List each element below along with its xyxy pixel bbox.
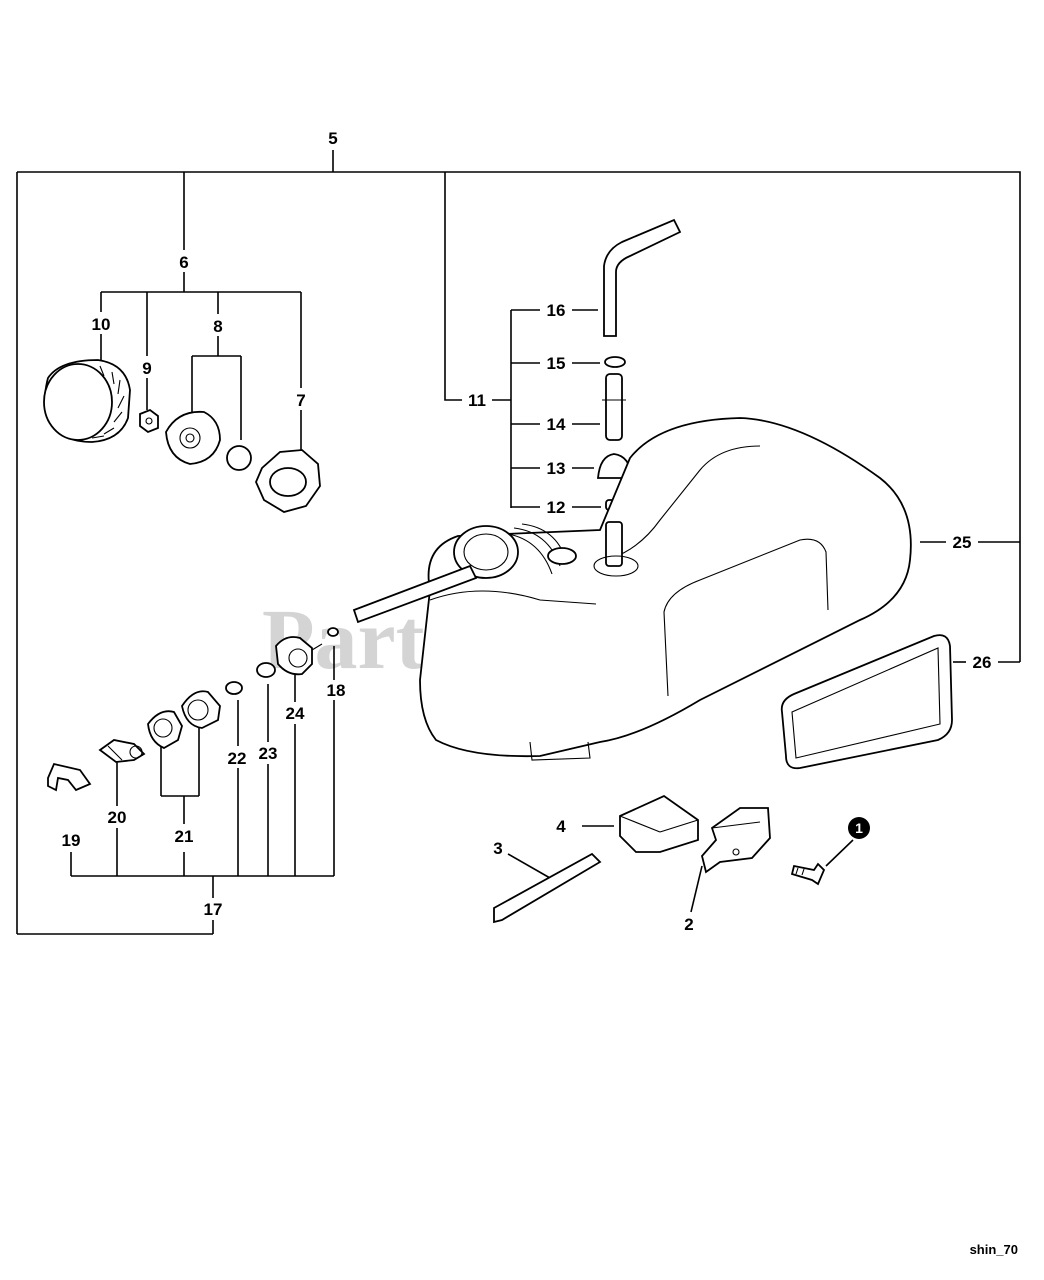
callout-13: 13 — [547, 459, 566, 478]
callout-1: 1 — [855, 820, 863, 836]
hose-clip-part — [47, 762, 92, 792]
diagram-code: shin_70 — [970, 1242, 1018, 1257]
callout-2: 2 — [684, 915, 693, 934]
callout-12: 12 — [547, 498, 566, 517]
vent-valve-part — [165, 410, 252, 471]
callout-10: 10 — [92, 315, 111, 334]
tank-label-part — [780, 634, 953, 770]
callout-23: 23 — [259, 744, 278, 763]
callout-11: 11 — [468, 391, 486, 410]
callout-25: 25 — [953, 533, 972, 552]
cushion-strip-part — [493, 852, 602, 924]
callout-22: 22 — [228, 749, 247, 768]
cap-gasket-part — [255, 449, 321, 513]
retainer-nut-part — [139, 408, 159, 434]
vent-pipe-part — [602, 373, 626, 441]
callout-3: 3 — [493, 839, 502, 858]
bracket-lines — [16, 150, 1021, 935]
callout-18: 18 — [327, 681, 346, 700]
cap-plug-part — [98, 739, 146, 763]
callout-9: 9 — [142, 359, 151, 378]
callout-21: 21 — [175, 827, 194, 846]
tank-bracket-pad-part — [619, 794, 699, 853]
mount-bracket-part — [701, 807, 771, 874]
screw-part — [790, 862, 826, 886]
o-ring-part — [604, 356, 626, 368]
breather-hose-part — [603, 218, 682, 337]
fuel-tank-part — [419, 417, 912, 761]
callout-7: 7 — [296, 391, 305, 410]
callout-17: 17 — [204, 900, 223, 919]
clamp-ring-part — [327, 627, 339, 637]
callout-16: 16 — [547, 301, 566, 320]
callout-26: 26 — [973, 653, 992, 672]
o-ring-small-part — [225, 681, 243, 695]
callout-20: 20 — [108, 808, 127, 827]
fuel-cap-part — [43, 359, 131, 443]
callout-24: 24 — [286, 704, 305, 723]
callout-14: 14 — [547, 415, 566, 434]
callout-8: 8 — [213, 317, 222, 336]
callout-5: 5 — [328, 129, 337, 148]
filter-fittings-part — [147, 690, 221, 750]
grommet-small-part — [256, 662, 276, 678]
callout-15: 15 — [547, 354, 566, 373]
callout-19: 19 — [62, 831, 81, 850]
callout-6: 6 — [179, 253, 188, 272]
callout-4: 4 — [556, 817, 566, 836]
fuel-line-part — [352, 564, 478, 624]
callout-badge-1 — [848, 817, 870, 839]
fuel-filter-part — [275, 636, 323, 676]
